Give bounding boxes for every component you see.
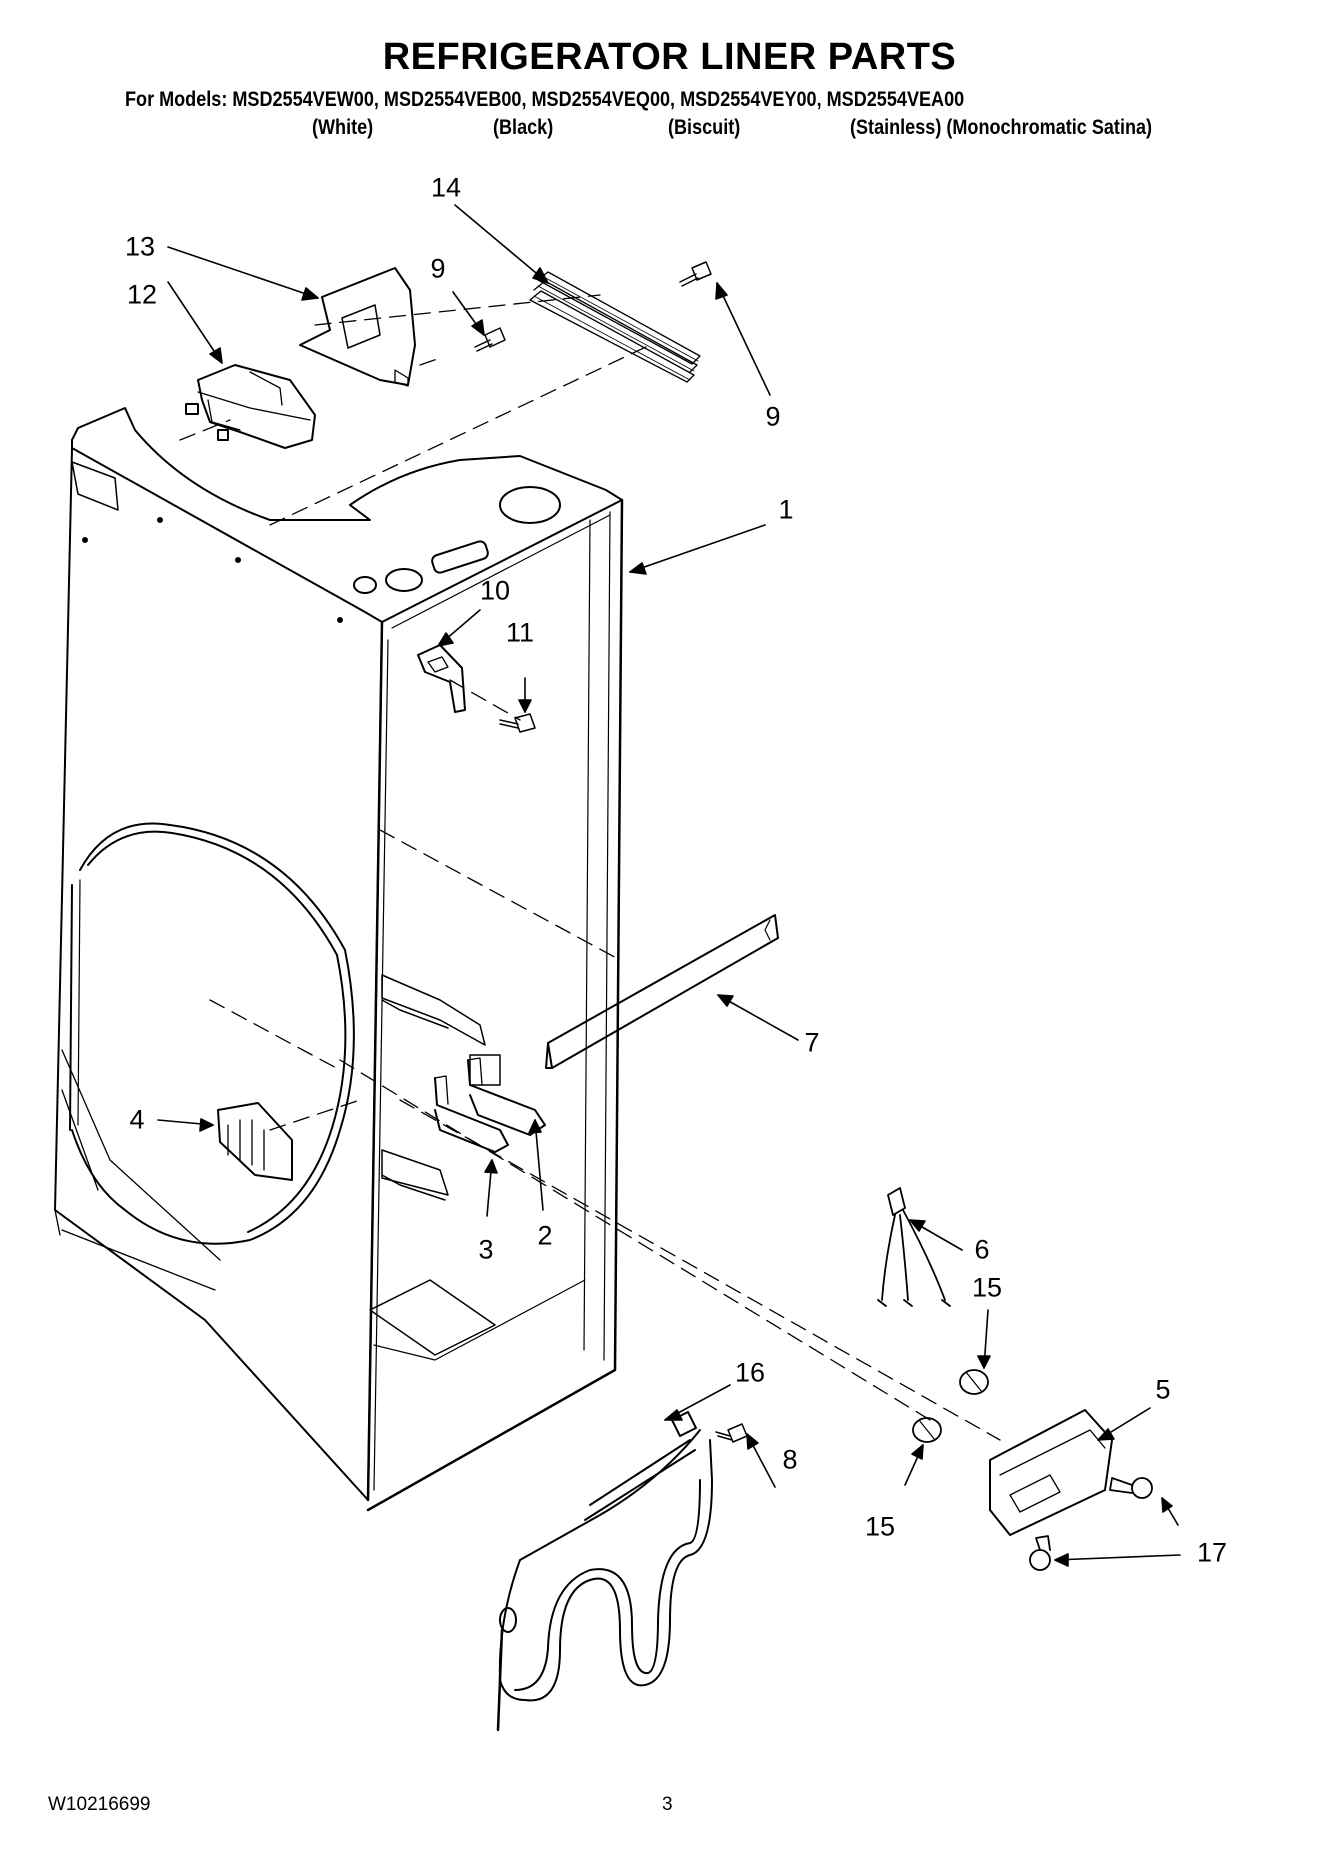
callout-11: 11 <box>505 617 535 648</box>
bulb-part-17-upper <box>1109 1477 1153 1499</box>
wire-harness-part-6 <box>877 1187 951 1307</box>
control-box-part-4 <box>217 1102 293 1181</box>
callout-8: 8 <box>782 1444 798 1475</box>
variant-biscuit: (Biscuit) <box>668 116 741 139</box>
callout-2: 2 <box>537 1220 553 1251</box>
bulb-part-17-lower <box>1029 1535 1051 1571</box>
variant-white: (White) <box>312 116 374 139</box>
callout-7: 7 <box>804 1027 820 1058</box>
back-foil-heater-loop <box>61 822 355 1261</box>
screw-part-9-left <box>474 327 506 352</box>
shelf-support-part-7 <box>545 914 779 1069</box>
callout-1: 1 <box>778 494 794 525</box>
variant-stainless-satina: (Stainless) (Monochromatic Satina) <box>850 116 1153 139</box>
document-id: W10216699 <box>48 1794 151 1815</box>
callout-4: 4 <box>129 1104 145 1135</box>
callout-14: 14 <box>430 172 462 203</box>
cap-part-15-upper <box>959 1369 989 1395</box>
bracket-part-3 <box>434 1075 509 1153</box>
callout-10: 10 <box>479 575 511 606</box>
page-title: REFRIGERATOR LINER PARTS <box>382 36 957 78</box>
duct-cover-part-13 <box>299 267 416 387</box>
light-housing-part-5 <box>989 1409 1113 1536</box>
callout-13: 13 <box>124 231 156 262</box>
callout-16: 16 <box>734 1357 766 1388</box>
callout-9-top: 9 <box>430 253 446 284</box>
liner-part-1 <box>54 407 624 1512</box>
callout-3: 3 <box>478 1234 494 1265</box>
bracket-part-2 <box>467 1057 546 1136</box>
screw-part-9-right <box>679 261 712 287</box>
callout-15-upper: 15 <box>971 1272 1003 1303</box>
bracket-part-10 <box>417 644 466 713</box>
callout-6: 6 <box>974 1234 990 1265</box>
callout-15-lower: 15 <box>864 1511 896 1542</box>
defrost-heater-part-16 <box>496 1411 713 1732</box>
callout-5: 5 <box>1155 1374 1171 1405</box>
fan-housing-part-12 <box>185 364 316 449</box>
filter-strip-part-14 <box>529 271 701 383</box>
leader-arrows <box>157 204 1181 1567</box>
screw-part-8 <box>715 1423 748 1443</box>
models-line: For Models: MSD2554VEW00, MSD2554VEB00, … <box>125 88 965 111</box>
assembly-dashed-lines <box>179 294 1001 1441</box>
screw-part-11 <box>499 713 536 733</box>
callout-12: 12 <box>126 279 158 310</box>
page-number: 3 <box>662 1794 673 1815</box>
variant-black: (Black) <box>493 116 554 139</box>
inner-shelf-rails <box>381 974 501 1201</box>
cap-part-15-lower <box>912 1417 942 1443</box>
callout-9-right: 9 <box>765 401 781 432</box>
callout-17: 17 <box>1196 1537 1228 1568</box>
